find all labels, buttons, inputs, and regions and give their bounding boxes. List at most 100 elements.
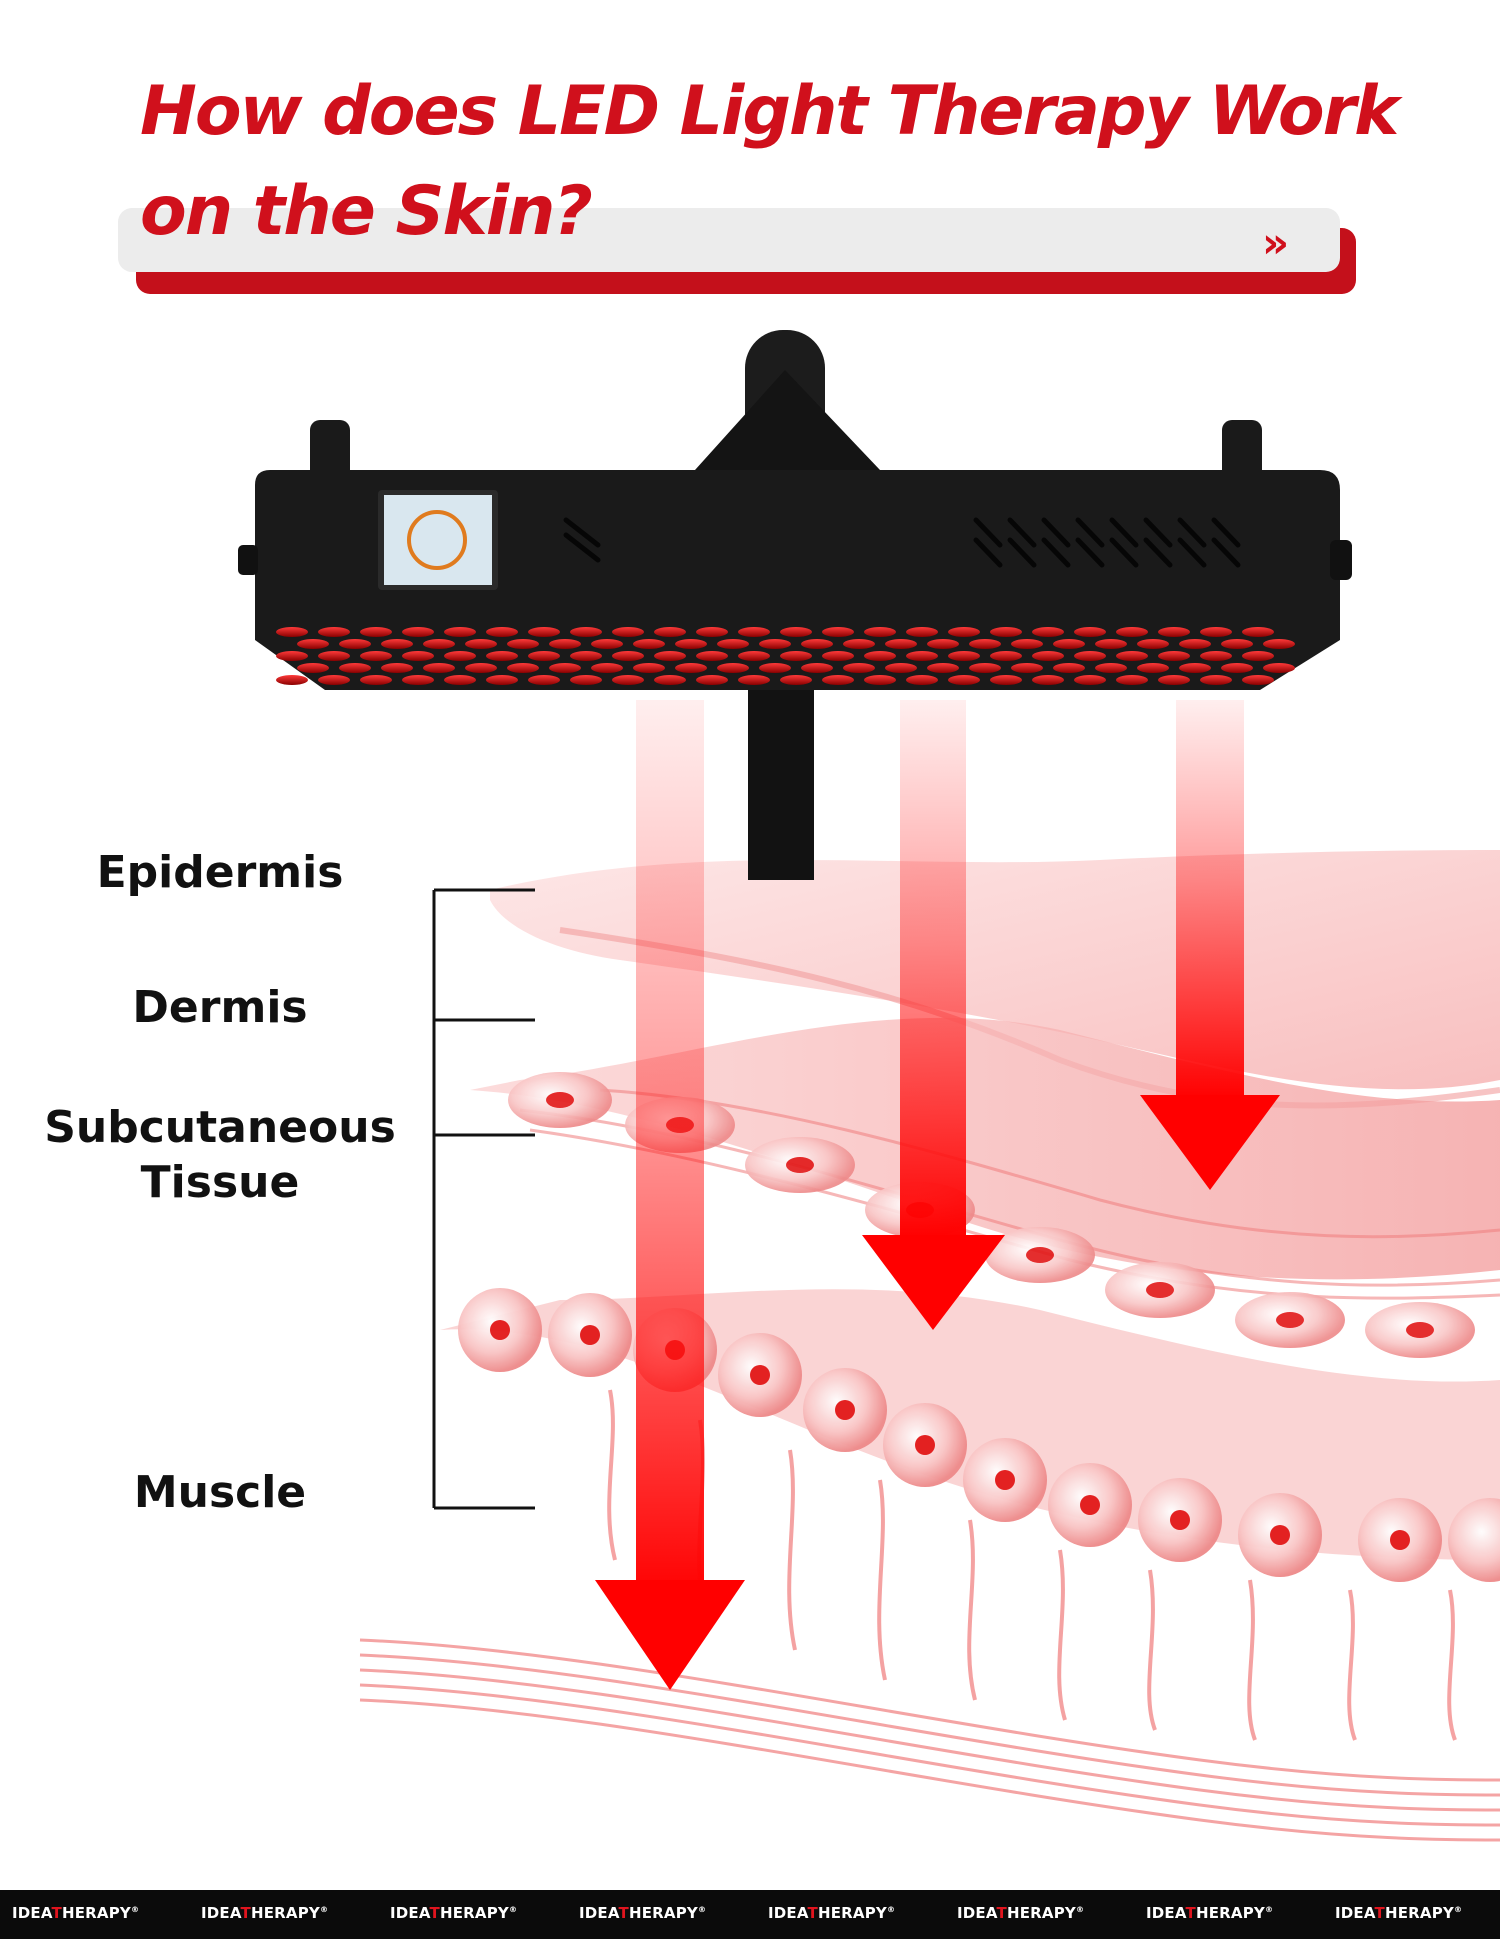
led-dot — [1242, 651, 1274, 661]
led-dot — [906, 627, 938, 637]
led-dot — [1074, 651, 1106, 661]
led-dot — [528, 651, 560, 661]
led-dot — [1137, 663, 1169, 673]
led-dot — [1200, 651, 1232, 661]
led-dot — [864, 651, 896, 661]
led-dot — [906, 651, 938, 661]
brand-footer: IDEATHERAPY® IDEATHERAPY® IDEATHERAPY® IDEA… — [0, 1890, 1500, 1939]
led-dot — [444, 627, 476, 637]
beam-subcutaneous — [900, 700, 966, 1240]
device-screen — [378, 490, 498, 590]
led-dot — [864, 675, 896, 685]
led-dot — [780, 651, 812, 661]
led-dot — [990, 627, 1022, 637]
beam-muscle — [636, 700, 704, 1600]
led-dot — [486, 627, 518, 637]
label-epidermis: Epidermis — [96, 847, 344, 898]
chevron-right-icon: » — [1262, 218, 1289, 267]
led-dot — [423, 639, 455, 649]
led-dot — [948, 651, 980, 661]
label-subcutaneous-line-2: Tissue — [140, 1157, 300, 1208]
led-dot — [339, 639, 371, 649]
led-panel-device — [238, 330, 1352, 880]
led-dot — [1095, 663, 1127, 673]
led-dot — [864, 627, 896, 637]
led-dot — [885, 639, 917, 649]
title-banner — [118, 208, 1356, 294]
led-dot — [654, 651, 686, 661]
led-dot — [759, 663, 791, 673]
led-dot — [1053, 663, 1085, 673]
led-dot — [402, 651, 434, 661]
led-dot — [738, 651, 770, 661]
led-dot — [486, 675, 518, 685]
led-dot — [1158, 675, 1190, 685]
led-array — [276, 627, 1295, 685]
led-dot — [1074, 627, 1106, 637]
brand-logo: IDEATHERAPY® — [1335, 1904, 1463, 1922]
led-dot — [738, 675, 770, 685]
arrow-dermis — [1140, 1095, 1280, 1190]
led-dot — [1179, 663, 1211, 673]
led-dot — [360, 627, 392, 637]
led-dot — [801, 663, 833, 673]
epidermis-layer — [490, 850, 1500, 1090]
arrow-muscle — [595, 1580, 745, 1690]
led-dot — [822, 675, 854, 685]
label-muscle: Muscle — [133, 1467, 307, 1518]
led-dot — [843, 663, 875, 673]
led-dot — [591, 663, 623, 673]
led-dot — [1032, 627, 1064, 637]
led-dot — [927, 639, 959, 649]
label-subcutaneous-line-1: Subcutaneous — [44, 1102, 396, 1153]
led-dot — [948, 675, 980, 685]
led-dot — [465, 639, 497, 649]
led-dot — [465, 663, 497, 673]
brand-logo: IDEATHERAPY® — [579, 1904, 707, 1922]
led-dot — [1116, 651, 1148, 661]
led-dot — [1242, 627, 1274, 637]
led-dot — [1032, 651, 1064, 661]
brand-logo: IDEATHERAPY® — [957, 1904, 1085, 1922]
brand-logo: IDEATHERAPY® — [390, 1904, 518, 1922]
led-dot — [759, 639, 791, 649]
led-dot — [1011, 663, 1043, 673]
brand-logo: IDEATHERAPY® — [12, 1904, 140, 1922]
brand-logo: IDEATHERAPY® — [201, 1904, 329, 1922]
led-dot — [696, 651, 728, 661]
led-dot — [843, 639, 875, 649]
led-dot — [318, 651, 350, 661]
led-dot — [507, 663, 539, 673]
led-dot — [297, 639, 329, 649]
led-dot — [528, 627, 560, 637]
led-dot — [1116, 675, 1148, 685]
brand-logo: IDEATHERAPY® — [768, 1904, 896, 1922]
label-subcutaneous: Subcutaneous Tissue — [20, 1100, 420, 1210]
led-dot — [318, 675, 350, 685]
led-dot — [1179, 639, 1211, 649]
led-dot — [381, 663, 413, 673]
muscle-layer — [359, 1638, 1500, 1842]
led-dot — [780, 627, 812, 637]
led-dot — [675, 639, 707, 649]
led-dot — [675, 663, 707, 673]
led-dot — [1137, 639, 1169, 649]
led-dot — [696, 675, 728, 685]
led-dot — [276, 675, 308, 685]
led-dot — [927, 663, 959, 673]
led-dot — [738, 627, 770, 637]
led-dot — [318, 627, 350, 637]
led-dot — [402, 627, 434, 637]
led-dot — [969, 663, 1001, 673]
led-dot — [423, 663, 455, 673]
led-dot — [381, 639, 413, 649]
led-dot — [654, 675, 686, 685]
led-dot — [297, 663, 329, 673]
led-dot — [717, 663, 749, 673]
led-dot — [1158, 627, 1190, 637]
led-dot — [1032, 675, 1064, 685]
led-dot — [1158, 651, 1190, 661]
led-dot — [1053, 639, 1085, 649]
led-dot — [1242, 675, 1274, 685]
